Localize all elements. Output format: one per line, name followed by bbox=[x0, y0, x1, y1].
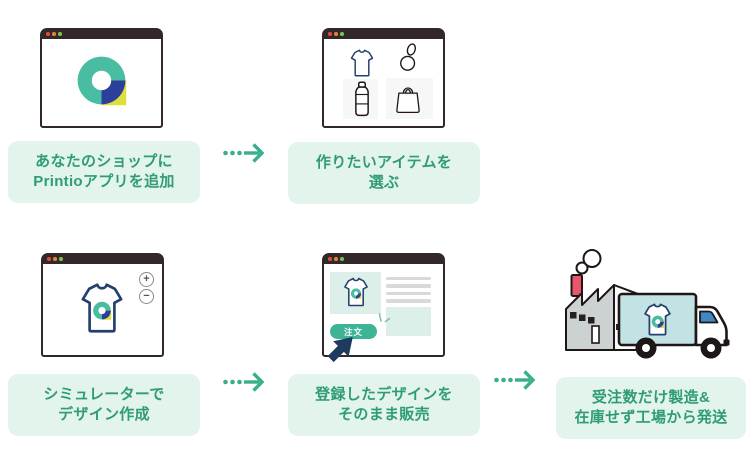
step-label-manufacture-ship: 受注数だけ製造& 在庫せず工場から発送 bbox=[556, 377, 746, 439]
window-dot-orange-icon bbox=[53, 257, 57, 261]
acrylic-charm-icon bbox=[400, 43, 417, 71]
factory-truck-illustration bbox=[565, 249, 730, 359]
step-label-choose-item: 作りたいアイテムを 選ぶ bbox=[288, 142, 480, 204]
window-titlebar bbox=[323, 254, 444, 264]
content-placeholder-block bbox=[386, 307, 431, 336]
window-dot-green-icon bbox=[59, 257, 63, 261]
order-button-label: 注文 bbox=[343, 326, 363, 337]
dashed-arrow-icon bbox=[222, 369, 268, 395]
window-dot-orange-icon bbox=[334, 257, 338, 261]
window-dot-orange-icon bbox=[52, 32, 56, 36]
window-titlebar bbox=[42, 254, 163, 264]
step-label-line: そのまま販売 bbox=[338, 406, 430, 423]
cursor-arrow-icon bbox=[327, 337, 353, 363]
step-label-line: 登録したデザインを bbox=[315, 386, 453, 403]
text-placeholder-line bbox=[386, 291, 431, 295]
printio-logo-icon bbox=[75, 54, 128, 107]
step-label-create-design: シミュレーターで デザイン作成 bbox=[8, 374, 200, 436]
step-label-line: あなたのショップに bbox=[35, 153, 173, 170]
window-dot-green-icon bbox=[340, 32, 344, 36]
window-dot-red-icon bbox=[328, 32, 332, 36]
text-placeholder-line bbox=[386, 284, 431, 288]
click-sparkle-icon bbox=[378, 313, 390, 323]
window-dot-red-icon bbox=[47, 257, 51, 261]
window-titlebar bbox=[41, 29, 162, 39]
dashed-arrow-icon bbox=[493, 367, 539, 393]
window-titlebar bbox=[323, 29, 444, 39]
window-dot-orange-icon bbox=[334, 32, 338, 36]
zoom-in-icon: + bbox=[139, 272, 154, 287]
step-label-line: デザイン作成 bbox=[58, 406, 150, 423]
step-label-line: 作りたいアイテムを bbox=[315, 154, 453, 171]
window-dot-green-icon bbox=[340, 257, 344, 261]
browser-window-add-app bbox=[40, 28, 163, 128]
step-label-line: 受注数だけ製造& bbox=[591, 389, 711, 406]
zoom-out-icon: − bbox=[139, 289, 154, 304]
browser-window-simulator: + − bbox=[41, 253, 164, 357]
window-dot-green-icon bbox=[58, 32, 62, 36]
step-label-sell-design: 登録したデザインを そのまま販売 bbox=[288, 374, 480, 436]
step-label-line: 在庫せず工場から発送 bbox=[574, 409, 728, 426]
zoom-in-glyph: + bbox=[143, 273, 150, 285]
text-placeholder-line bbox=[386, 276, 431, 280]
product-tshirt-icon bbox=[338, 276, 374, 308]
step-label-line: Printioアプリを追加 bbox=[33, 173, 175, 190]
dashed-arrow-icon bbox=[222, 140, 268, 166]
step-label-line: 選ぶ bbox=[368, 174, 400, 191]
tshirt-design-icon bbox=[71, 281, 133, 335]
browser-window-choose-item bbox=[322, 28, 445, 128]
window-dot-red-icon bbox=[46, 32, 50, 36]
browser-window-sell: 注文 bbox=[322, 253, 445, 363]
window-dot-red-icon bbox=[328, 257, 332, 261]
zoom-out-glyph: − bbox=[143, 290, 150, 302]
text-placeholder-line bbox=[386, 299, 431, 303]
step-label-add-app: あなたのショップに Printioアプリを追加 bbox=[8, 141, 200, 203]
delivery-truck-icon bbox=[617, 292, 730, 359]
tshirt-icon bbox=[345, 48, 379, 78]
bottle-icon bbox=[355, 81, 369, 117]
tote-bag-icon bbox=[396, 87, 420, 114]
order-button: 注文 bbox=[330, 324, 377, 339]
step-label-line: シミュレーターで bbox=[43, 386, 165, 403]
